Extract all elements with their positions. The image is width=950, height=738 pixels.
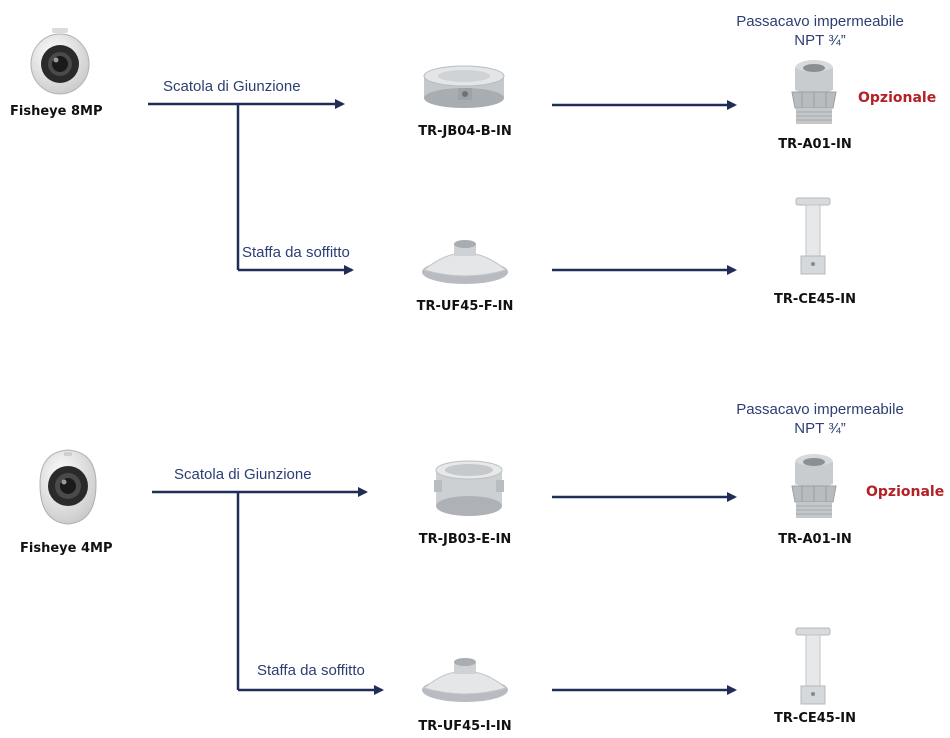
branch-label-ceiling: Staffa da soffitto (257, 662, 365, 679)
cable-gland-icon (791, 60, 837, 124)
junction-box-icon (434, 460, 504, 516)
optional-badge: Opzionale (858, 90, 937, 106)
camera-label: Fisheye 8MP (10, 104, 103, 119)
fisheye-camera-icon (30, 28, 90, 95)
ceiling-mount-label: TR-CE45-IN (774, 711, 856, 726)
pendant-plate-label: TR-UF45-F-IN (416, 299, 514, 314)
gland-label: TR-A01-IN (778, 137, 852, 152)
ceiling-mount-label: TR-CE45-IN (774, 292, 856, 307)
pendant-plate-icon (422, 240, 508, 284)
junction-box-icon (423, 65, 505, 108)
junction-box-label: TR-JB03-E-IN (418, 532, 512, 547)
gland-label: TR-A01-IN (778, 532, 852, 547)
ceiling-mount-icon (795, 197, 831, 275)
camera-label: Fisheye 4MP (20, 541, 113, 556)
gland-caption: Passacavo impermeabile NPT ¾” (736, 401, 904, 437)
gland-caption: Passacavo impermeabile NPT ¾” (736, 13, 904, 49)
optional-badge: Opzionale (866, 484, 945, 500)
cable-gland-icon (791, 454, 837, 518)
pendant-plate-label: TR-UF45-I-IN (418, 719, 512, 734)
branch-label-ceiling: Staffa da soffitto (242, 244, 350, 261)
branch-label-junction: Scatola di Giunzione (163, 78, 301, 95)
fisheye-camera-icon (39, 449, 97, 525)
pendant-plate-icon (422, 658, 508, 702)
branch-label-junction: Scatola di Giunzione (174, 466, 312, 483)
ceiling-mount-icon (795, 627, 831, 705)
junction-box-label: TR-JB04-B-IN (418, 124, 512, 139)
